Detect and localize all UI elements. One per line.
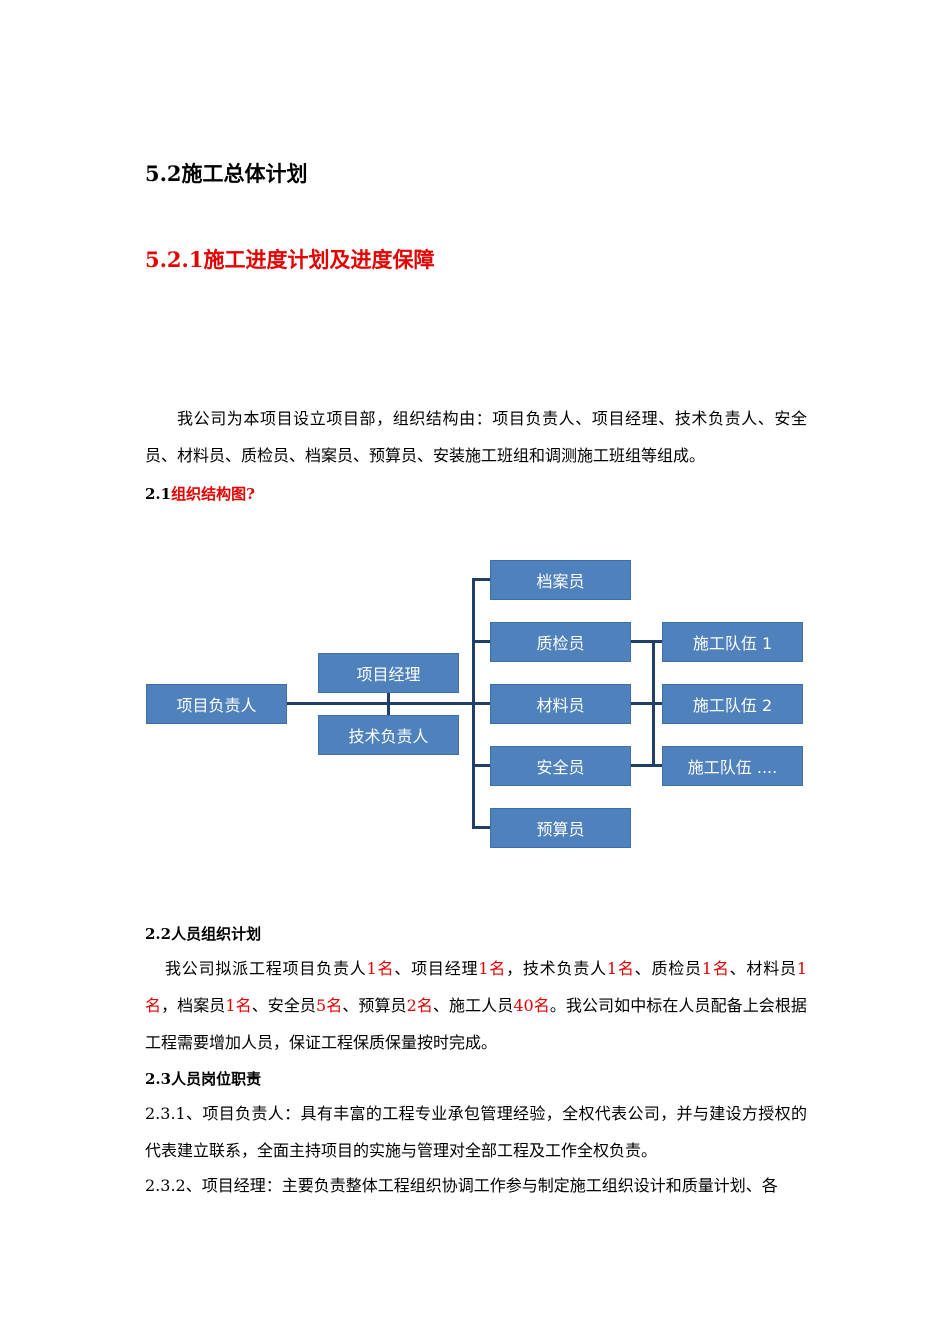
text-segment: 、预算员	[342, 996, 407, 1015]
org-node-team-3: 施工队伍 ....	[662, 746, 803, 786]
section-number: 2.1	[145, 485, 172, 503]
text-segment: 、材料员	[729, 959, 797, 978]
org-node-root: 项目负责人	[146, 684, 287, 724]
connector-team-3	[630, 764, 662, 767]
text-segment: ，档案员	[161, 996, 226, 1015]
staff-count: 2名	[406, 996, 433, 1015]
connector-managers	[387, 693, 390, 715]
org-node-budget-clerk: 预算员	[490, 808, 631, 848]
connector-staff-5	[472, 826, 490, 829]
staff-count: 1名	[606, 959, 635, 978]
staff-count: 40名	[513, 996, 550, 1015]
connector-team-2	[630, 702, 662, 705]
staffing-plan-paragraph: 我公司拟派工程项目负责人1名、项目经理1名，技术负责人1名、质检员1名、材料员1…	[145, 950, 807, 1061]
text-segment: 。我公司如中标在人员配备上会根据工程需要增加人员，保证工程保质保量按时完成。	[145, 996, 807, 1052]
section-heading-5-2: 5.2施工总体计划	[145, 161, 308, 186]
section-heading-5-2-1: 5.2.1施工进度计划及进度保障	[145, 247, 435, 272]
section-heading-2-3: 2.3人员岗位职责	[145, 1070, 262, 1088]
staff-count: 5名	[316, 996, 343, 1015]
org-node-archivist: 档案员	[490, 560, 631, 600]
staff-count: 1名	[145, 959, 807, 1015]
org-node-team-2: 施工队伍 2	[662, 684, 803, 724]
duty-project-manager-paragraph: 2.3.2、项目经理：主要负责整体工程组织协调工作参与制定施工组织设计和质量计划…	[145, 1176, 778, 1195]
org-node-tech-lead: 技术负责人	[318, 715, 459, 755]
text-segment: 我公司拟派工程项目负责人	[165, 959, 367, 978]
section-heading-2-1: 2.1组织结构图?	[145, 483, 255, 504]
connector-staff-1	[472, 578, 490, 581]
staff-count: 1名	[225, 996, 252, 1015]
staff-count: 1名	[701, 959, 730, 978]
staff-count: 1名	[478, 959, 507, 978]
section-heading-2-2: 2.2人员组织计划	[145, 925, 262, 943]
connector-staff-2	[472, 640, 490, 643]
section-title: 组织结构图?	[171, 485, 255, 503]
text-segment: 、项目经理	[394, 959, 479, 978]
org-node-project-manager: 项目经理	[318, 653, 459, 693]
connector-staff-4	[472, 764, 490, 767]
connector-qc-teams	[630, 640, 662, 643]
org-node-material-clerk: 材料员	[490, 684, 631, 724]
staff-count: 1名	[366, 959, 395, 978]
text-segment: 、施工人员	[432, 996, 514, 1015]
org-node-safety-officer: 安全员	[490, 746, 631, 786]
text-segment: ，技术负责人	[506, 959, 607, 978]
connector-root-main	[287, 702, 473, 705]
text-segment: 、质检员	[634, 959, 702, 978]
duty-project-lead-paragraph: 2.3.1、项目负责人：具有丰富的工程专业承包管理经验，全权代表公司，并与建设方…	[145, 1104, 807, 1160]
intro-paragraph: 我公司为本项目设立项目部，组织结构由：项目负责人、项目经理、技术负责人、安全员、…	[145, 409, 807, 465]
org-node-team-1: 施工队伍 1	[662, 622, 803, 662]
connector-staff-3	[472, 702, 490, 705]
org-node-quality-inspector: 质检员	[490, 622, 631, 662]
text-segment: 、安全员	[251, 996, 316, 1015]
